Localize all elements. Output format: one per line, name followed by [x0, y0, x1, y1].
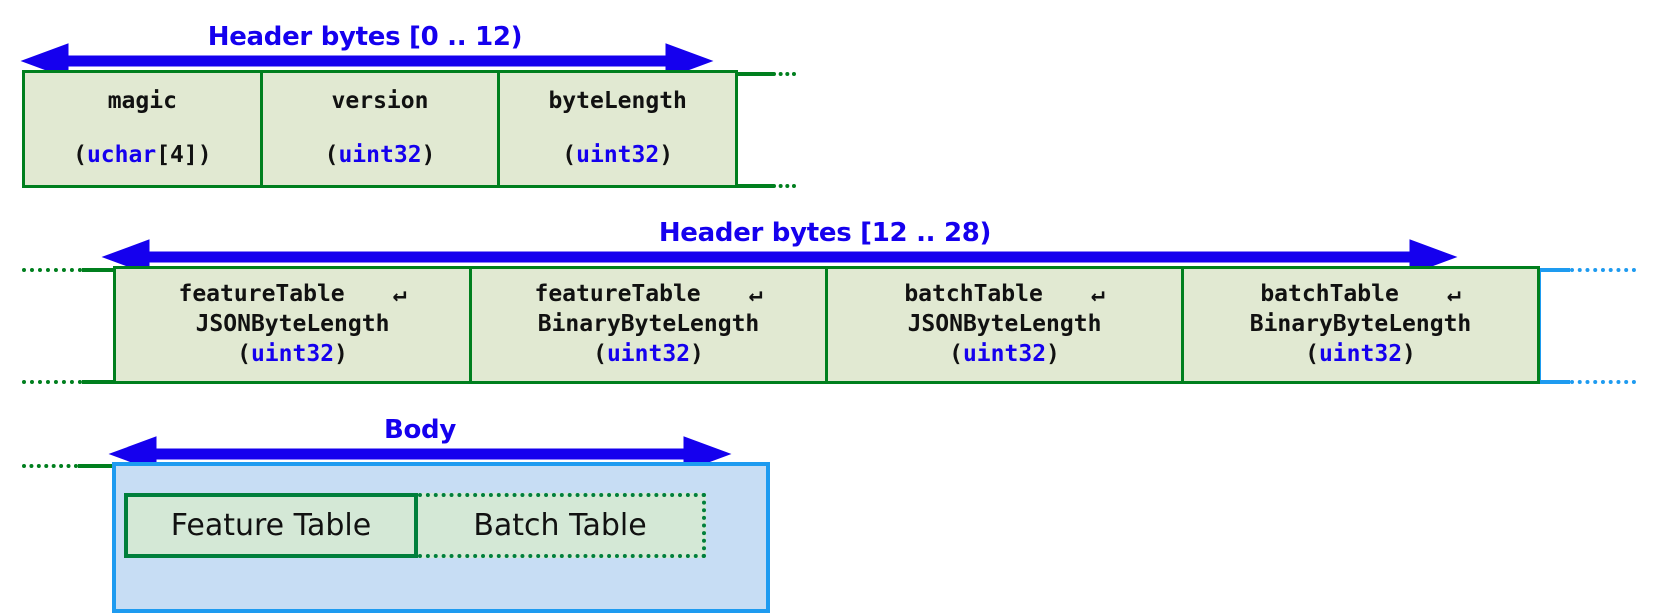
wrap-glyph-icon: ↵: [1090, 281, 1105, 308]
field-version-name: version: [331, 88, 429, 114]
field-batchtable-binary-bytelength: batchTable↵ BinaryByteLength (uint32): [1181, 269, 1537, 381]
field-ftjson-line1: featureTable↵: [178, 281, 407, 308]
batch-table-label: Batch Table: [473, 508, 647, 543]
body-left-dotted: [22, 464, 78, 468]
body-inner-tables: Feature Table Batch Table: [124, 493, 706, 558]
field-btjson-line1: batchTable↵: [904, 281, 1105, 308]
field-version-type: (uint32): [324, 142, 436, 169]
wrap-glyph-icon: ↵: [392, 281, 407, 308]
body-left-solid: [78, 464, 116, 468]
header-high-caption: Header bytes [12 .. 28): [658, 218, 992, 248]
field-btjson-type: (uint32): [949, 340, 1060, 367]
field-ftbin-type: (uint32): [593, 340, 704, 367]
field-ftjson-type: (uint32): [237, 340, 348, 367]
row1-bottom-continuation-solid: [738, 184, 774, 188]
field-batchtable-json-bytelength: batchTable↵ JSONByteLength (uint32): [825, 269, 1181, 381]
field-ftjson-line2: JSONByteLength: [195, 311, 390, 338]
header-low-caption: Header bytes [0 .. 12): [207, 22, 523, 52]
row2-top-left-solid: [82, 268, 116, 272]
header-low-fields: magic (uchar[4]) version (uint32) byteLe…: [22, 70, 738, 188]
field-btbin-type: (uint32): [1305, 340, 1416, 367]
feature-table-block: Feature Table: [124, 493, 418, 558]
field-version-type-word: uint32: [338, 142, 422, 169]
row2-bottom-right-dotted: [1570, 380, 1636, 384]
field-version: version (uint32): [259, 73, 498, 185]
batch-table-block: Batch Table: [418, 493, 706, 558]
header-high-fields: featureTable↵ JSONByteLength (uint32) fe…: [113, 266, 1540, 384]
row2-top-right-dotted: [1570, 268, 1636, 272]
field-btjson-line2: JSONByteLength: [907, 311, 1102, 338]
row2-top-right-solid: [1540, 268, 1570, 272]
field-ftbin-line1: featureTable↵: [534, 281, 763, 308]
field-btbin-line2: BinaryByteLength: [1249, 311, 1472, 338]
row2-top-left-dotted: [22, 268, 82, 272]
field-btbin-line1: batchTable↵: [1260, 281, 1461, 308]
row1-top-continuation-solid: [738, 72, 774, 76]
field-featuretable-json-bytelength: featureTable↵ JSONByteLength (uint32): [116, 269, 469, 381]
field-bytelength: byteLength (uint32): [497, 73, 735, 185]
field-bytelength-type-word: uint32: [576, 142, 660, 169]
header-high-arrow: [101, 238, 1458, 275]
field-magic-type-word: uchar: [86, 142, 157, 169]
field-featuretable-binary-bytelength: featureTable↵ BinaryByteLength (uint32): [469, 269, 825, 381]
field-ftbin-line2: BinaryByteLength: [537, 311, 760, 338]
row2-bottom-left-solid: [82, 380, 116, 384]
field-magic: magic (uchar[4]): [25, 73, 260, 185]
row2-bottom-left-dotted: [22, 380, 82, 384]
row2-bottom-right-solid: [1540, 380, 1570, 384]
field-magic-type: (uchar[4]): [73, 142, 212, 169]
header-low-arrow: [20, 42, 714, 79]
field-bytelength-name: byteLength: [548, 88, 687, 114]
field-magic-name: magic: [107, 88, 177, 114]
body-caption: Body: [383, 415, 457, 445]
row1-top-continuation-dotted: [772, 72, 796, 76]
wrap-glyph-icon: ↵: [1446, 281, 1461, 308]
feature-table-label: Feature Table: [170, 508, 372, 543]
field-bytelength-type: (uint32): [562, 142, 674, 169]
row1-bottom-continuation-dotted: [772, 184, 796, 188]
wrap-glyph-icon: ↵: [748, 281, 763, 308]
